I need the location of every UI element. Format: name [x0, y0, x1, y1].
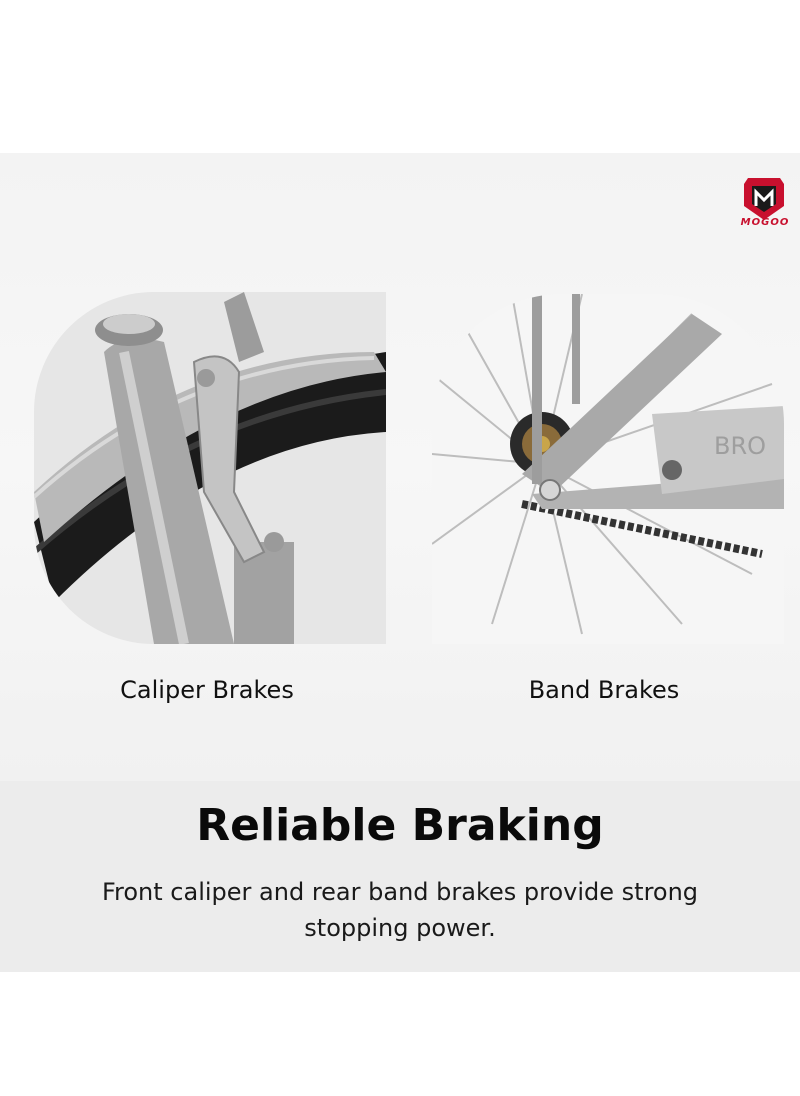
description: Front caliper and rear band brakes provi…: [101, 878, 699, 942]
band-brake-photo: BRO: [432, 294, 784, 644]
caliper-brakes-caption: Caliper Brakes: [120, 676, 294, 704]
headline: Reliable Braking: [196, 800, 604, 851]
band-brakes-caption: Band Brakes: [528, 676, 680, 704]
info-band: [0, 781, 800, 972]
frame-text: BRO: [714, 432, 766, 460]
mogoo-logo: [744, 178, 784, 220]
caliper-brake-photo: [34, 292, 386, 644]
logo-wordmark: MOGOO: [740, 217, 790, 228]
